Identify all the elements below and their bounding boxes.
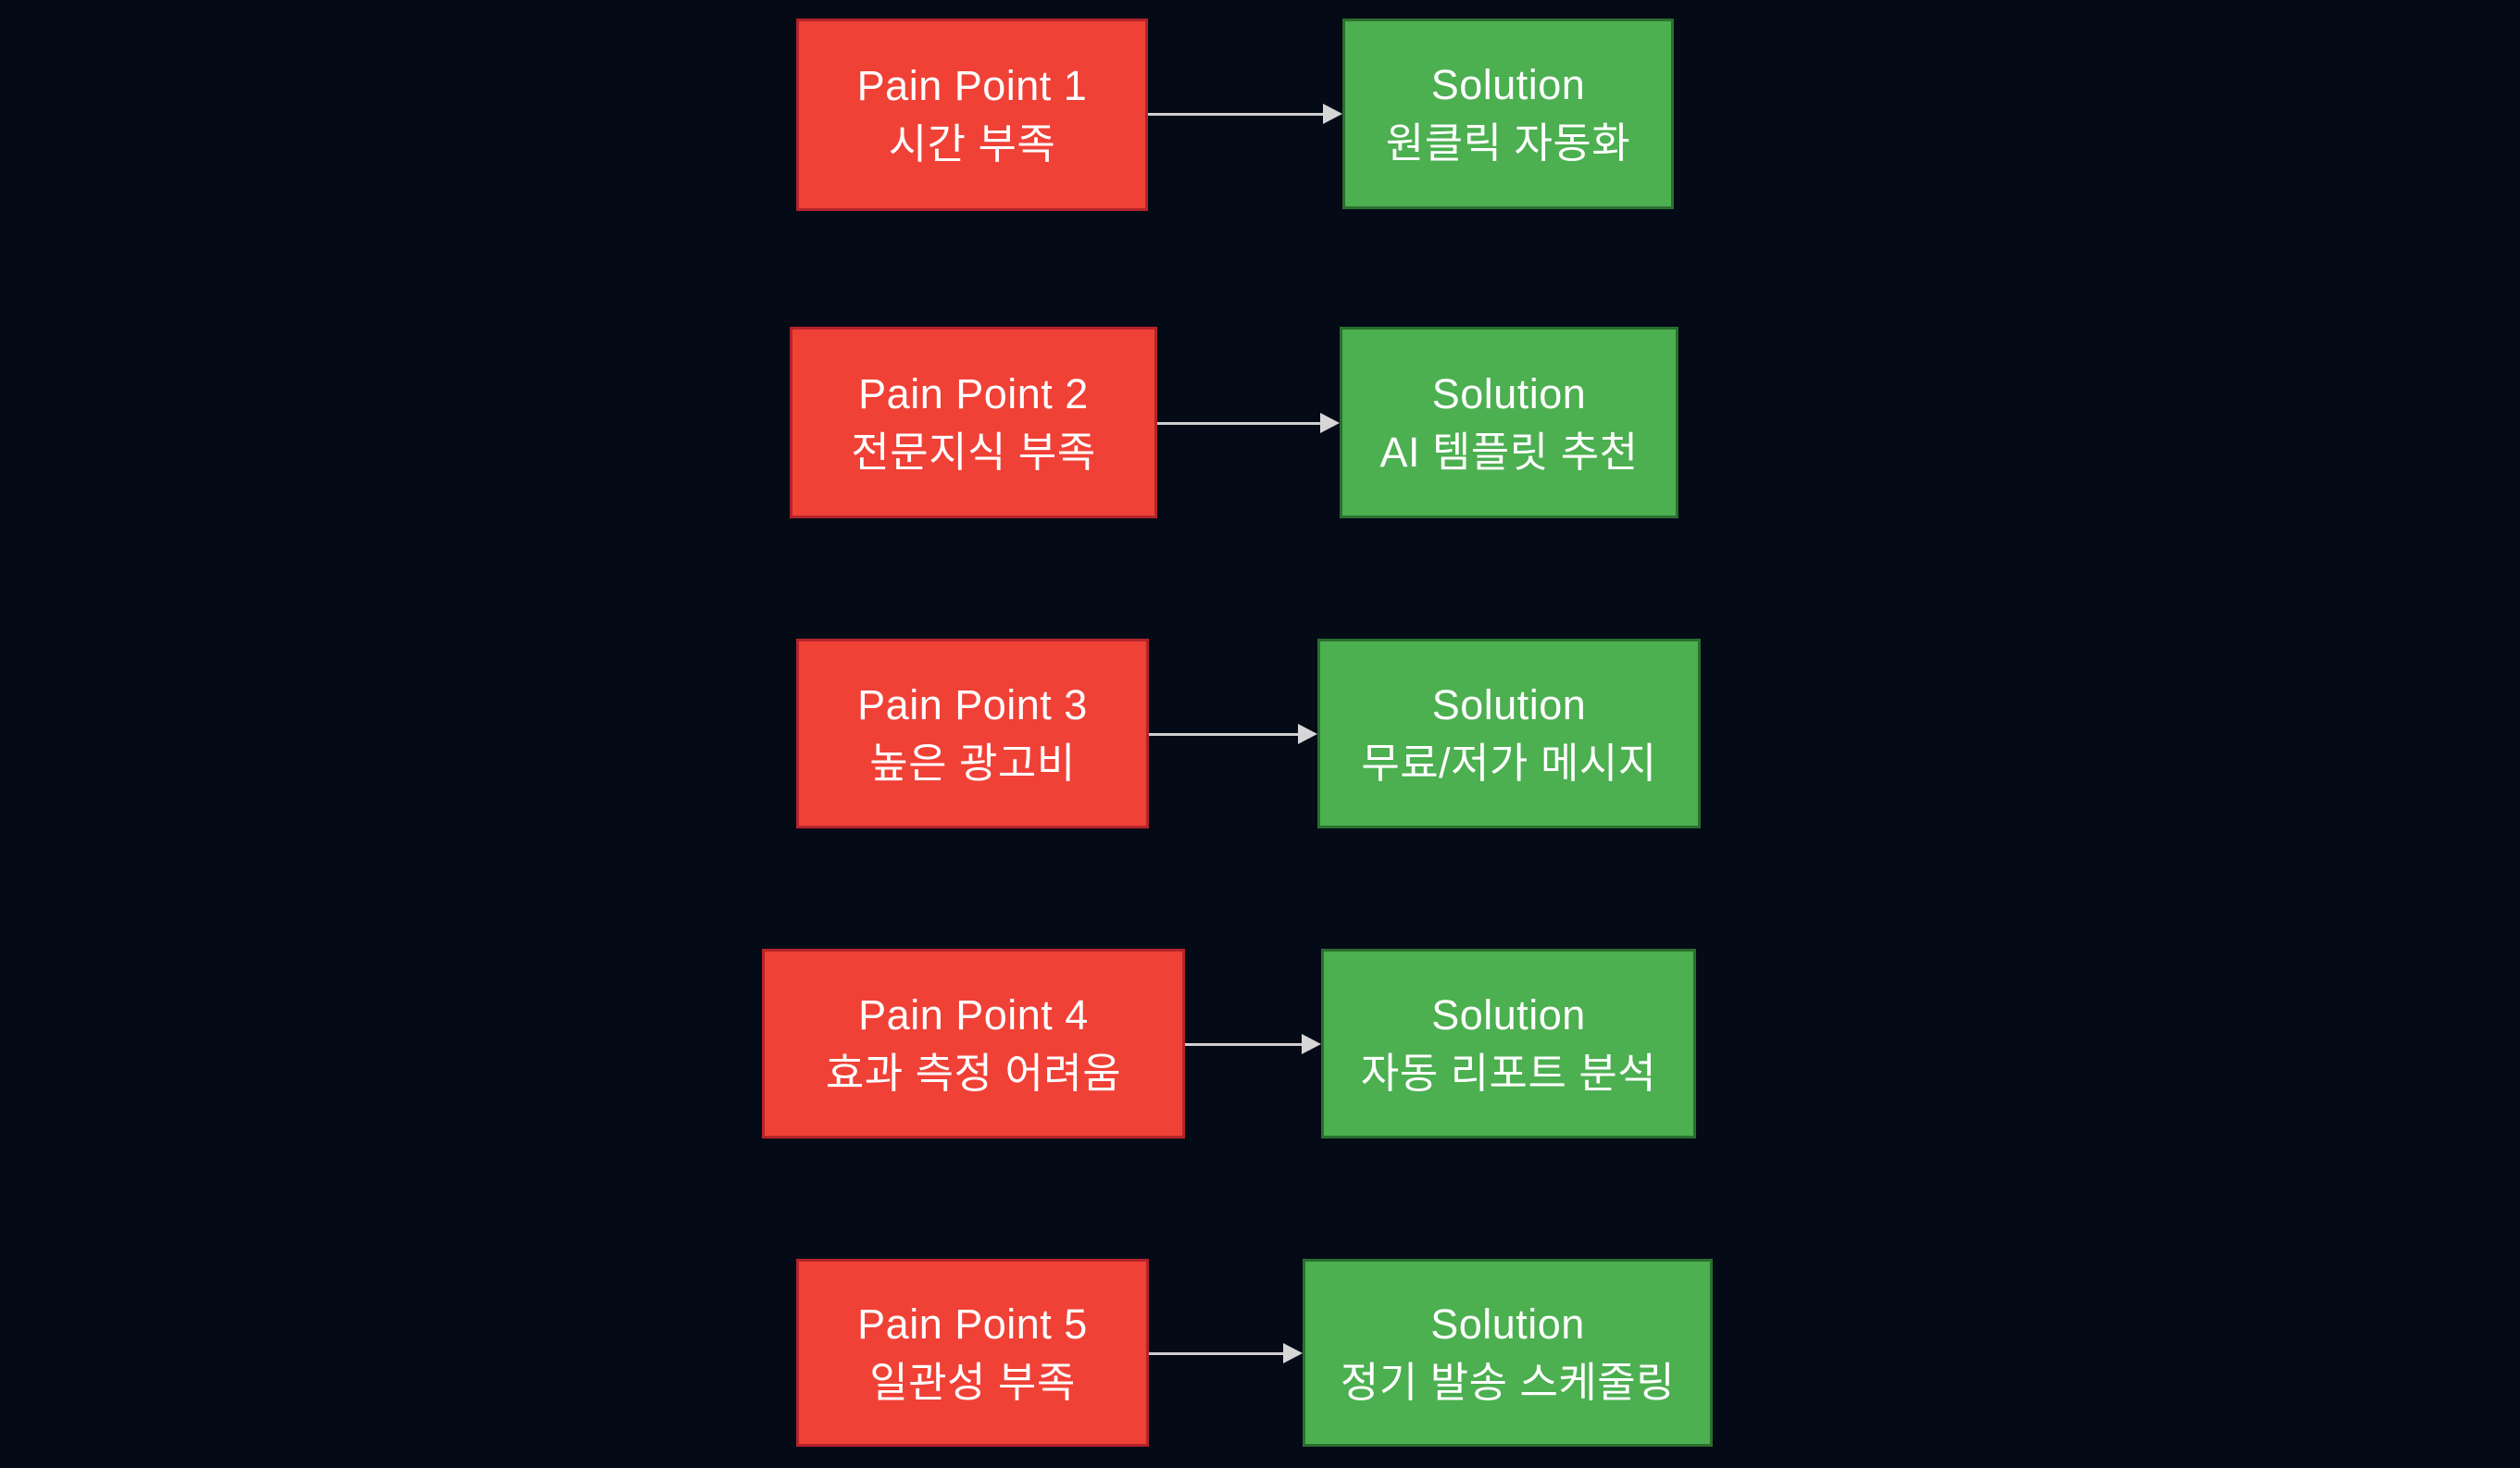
arrow-head-icon	[1298, 724, 1317, 744]
arrow-head-icon	[1320, 413, 1340, 433]
solution-3-box: Solution 무료/저가 메시지	[1317, 639, 1701, 828]
pain-point-2-text: 전문지식 부족	[851, 428, 1096, 476]
solution-3-title: Solution	[1431, 680, 1587, 728]
pain-point-5-title: Pain Point 5	[857, 1300, 1088, 1348]
arrow-4	[1185, 1033, 1321, 1055]
arrow-5	[1149, 1342, 1303, 1364]
solution-5-box: Solution 정기 발송 스케줄링	[1303, 1259, 1713, 1447]
pain-point-5-text: 일관성 부족	[869, 1358, 1076, 1406]
solution-4-box: Solution 자동 리포트 분석	[1321, 949, 1696, 1138]
arrow-shaft	[1149, 1351, 1283, 1355]
pain-point-3-title: Pain Point 3	[857, 680, 1088, 728]
arrow-shaft	[1157, 421, 1320, 425]
pain-point-4-text: 효과 측정 어려움	[825, 1049, 1122, 1097]
arrow-shaft	[1148, 112, 1323, 116]
solution-1-text: 원클릭 자동화	[1385, 119, 1631, 167]
pain-point-3-text: 높은 광고비	[869, 739, 1076, 787]
arrow-head-icon	[1323, 104, 1342, 124]
pain-point-4-box: Pain Point 4 효과 측정 어려움	[762, 949, 1185, 1138]
pain-point-1-text: 시간 부족	[888, 120, 1056, 168]
pain-point-4-title: Pain Point 4	[858, 990, 1089, 1039]
pain-point-2-box: Pain Point 2 전문지식 부족	[790, 327, 1157, 518]
solution-4-title: Solution	[1431, 990, 1586, 1039]
arrow-shaft	[1185, 1042, 1302, 1046]
arrow-3	[1149, 723, 1317, 745]
solution-4-text: 자동 리포트 분석	[1360, 1049, 1657, 1097]
pain-point-3-box: Pain Point 3 높은 광고비	[796, 639, 1149, 828]
pain-point-1-title: Pain Point 1	[856, 62, 1088, 109]
pain-point-2-title: Pain Point 2	[858, 369, 1089, 417]
arrow-1	[1148, 103, 1342, 125]
solution-2-title: Solution	[1431, 369, 1587, 417]
arrow-head-icon	[1283, 1343, 1303, 1363]
solution-2-text: AI 템플릿 추천	[1379, 428, 1639, 476]
solution-3-text: 무료/저가 메시지	[1361, 739, 1657, 787]
pain-point-1-box: Pain Point 1 시간 부족	[796, 19, 1148, 211]
arrow-shaft	[1149, 732, 1298, 736]
solution-1-title: Solution	[1430, 61, 1586, 108]
solution-2-box: Solution AI 템플릿 추천	[1340, 327, 1678, 518]
arrow-head-icon	[1302, 1034, 1321, 1054]
solution-1-box: Solution 원클릭 자동화	[1342, 19, 1674, 209]
arrow-2	[1157, 412, 1340, 434]
solution-5-title: Solution	[1430, 1300, 1585, 1348]
pain-point-5-box: Pain Point 5 일관성 부족	[796, 1259, 1149, 1447]
solution-5-text: 정기 발송 스케줄링	[1340, 1358, 1676, 1406]
